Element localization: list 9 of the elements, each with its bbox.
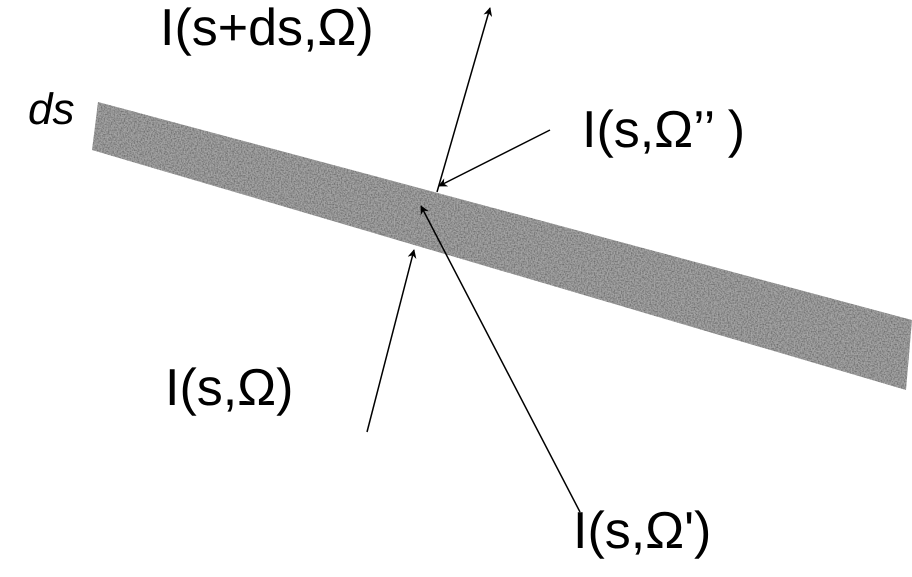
intensity-label: I(s+ds,Ω) bbox=[160, 2, 374, 54]
intensity-label: I(s,Ω') bbox=[573, 505, 712, 557]
arrow bbox=[436, 7, 492, 192]
arrow bbox=[438, 129, 550, 187]
intensity-label: I(s,Ω) bbox=[165, 362, 294, 414]
arrow bbox=[366, 249, 416, 432]
thickness-label: ds bbox=[28, 88, 74, 132]
arrow bbox=[420, 205, 581, 512]
intensity-label: I(s,Ω’’ ) bbox=[582, 104, 746, 156]
